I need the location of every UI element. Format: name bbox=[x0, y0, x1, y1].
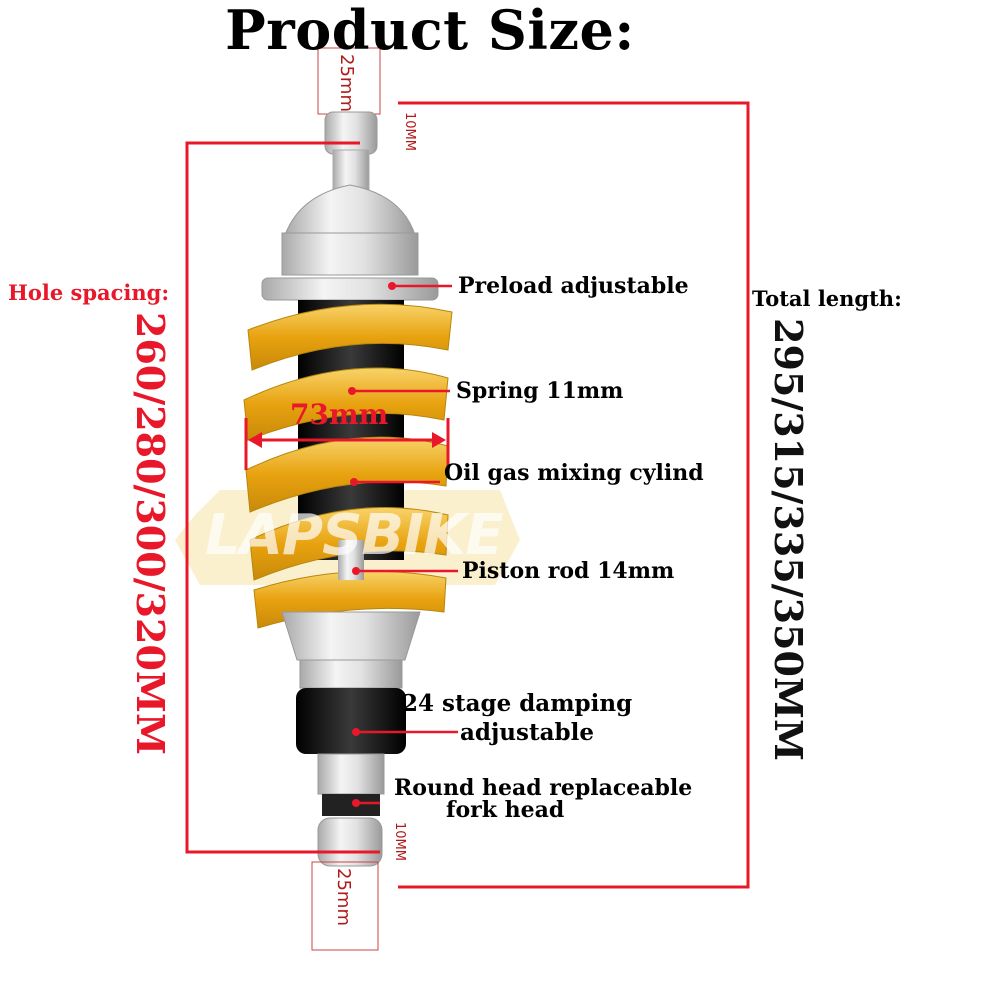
bottom-eye-hole: 10MM bbox=[392, 822, 407, 861]
piston-rod bbox=[338, 540, 364, 580]
top-eye-width: 25mm bbox=[336, 54, 357, 112]
bottom-eye-box bbox=[311, 861, 379, 951]
bottom-mount bbox=[317, 817, 383, 867]
top-eye-hole: 10MM bbox=[402, 112, 417, 151]
total-length-bracket bbox=[398, 101, 750, 889]
hole-spacing-bracket bbox=[185, 141, 380, 854]
total-length-value: 295/315/335/350MM bbox=[766, 318, 811, 762]
width-arrow bbox=[244, 418, 450, 470]
callout-damping-line1: 24 stage damping bbox=[402, 690, 633, 717]
width-label: 73mm bbox=[290, 398, 389, 431]
page-title: Product Size: bbox=[225, 0, 635, 62]
watermark-text: LAPSBIKE bbox=[205, 503, 504, 568]
callout-damping-line2: adjustable bbox=[460, 719, 594, 746]
callout-preload: Preload adjustable bbox=[458, 273, 689, 299]
bottom-eye-width: 25mm bbox=[333, 868, 354, 926]
hole-spacing-label: Hole spacing: bbox=[8, 280, 170, 305]
callout-spring: Spring 11mm bbox=[456, 378, 624, 404]
total-length-label: Total length: bbox=[752, 286, 902, 311]
hole-spacing-value: 260/280/300/320MM bbox=[128, 312, 173, 756]
lower-body bbox=[281, 611, 421, 816]
callout-head-line1: Round head replaceable bbox=[394, 775, 693, 801]
callout-head-line2: fork head bbox=[446, 797, 565, 823]
callout-cylinder: Oil gas mixing cylind bbox=[444, 460, 704, 486]
callout-leaders bbox=[348, 282, 458, 807]
callout-piston: Piston rod 14mm bbox=[462, 558, 675, 584]
